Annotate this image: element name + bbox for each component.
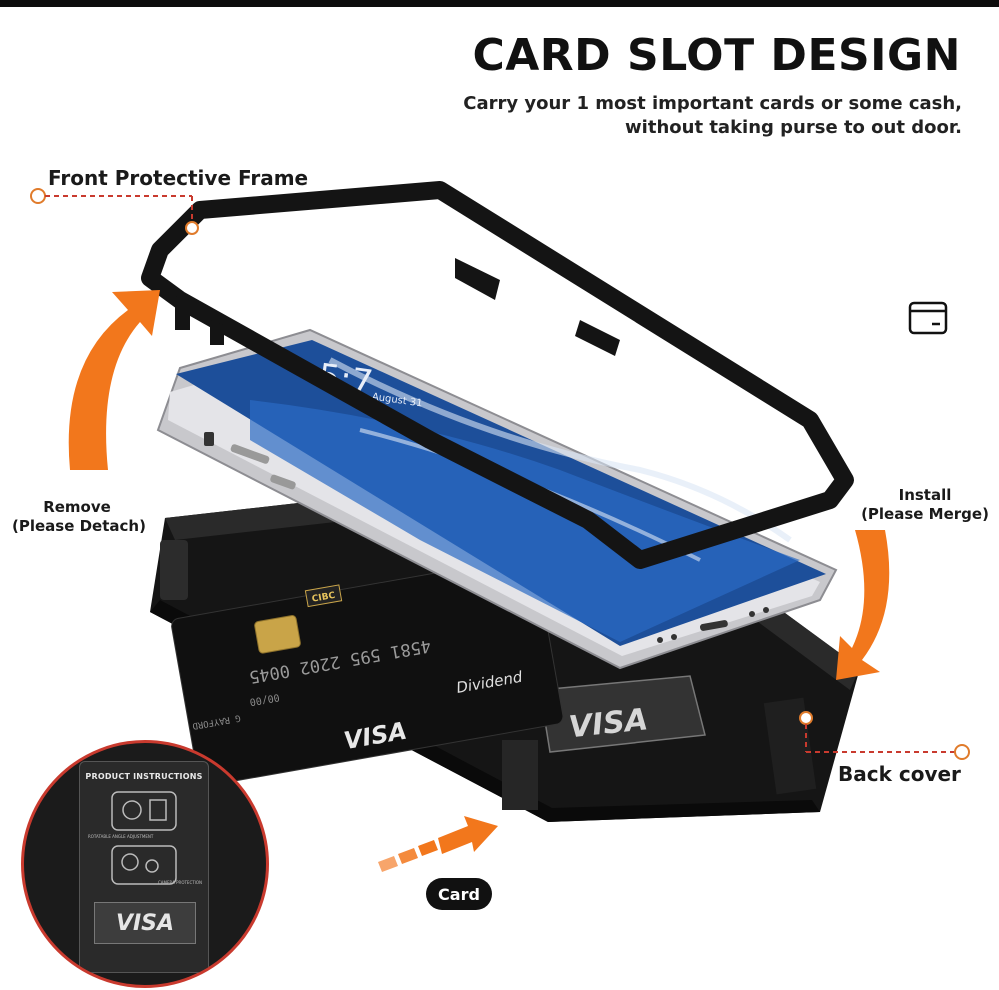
kickstand-diagram-icon: [111, 791, 177, 831]
front-frame-label: Front Protective Frame: [48, 166, 309, 190]
front-protective-frame: [141, 181, 854, 569]
camera-cover-diagram-icon: [111, 845, 177, 885]
remove-arrow-icon: [68, 290, 160, 470]
install-label: Install (Please Merge): [860, 486, 990, 524]
card-expiry: 00/00: [249, 691, 281, 707]
back-cover-label: Back cover: [838, 762, 961, 786]
card-label-pill: Card: [426, 878, 492, 910]
install-label-line-1: Install: [898, 486, 952, 504]
card-chip: [254, 615, 301, 654]
detail-zoom-inset: PRODUCT INSTRUCTIONS ROTATABLE ANGLE ADJ…: [21, 740, 269, 988]
subtitle-line-1: Carry your 1 most important cards or som…: [463, 93, 962, 114]
subtitle-line-2: without taking purse to out door.: [625, 117, 962, 138]
card-issuer: CIBC: [311, 591, 336, 605]
page-subtitle: Carry your 1 most important cards or som…: [463, 92, 962, 140]
inset-note-1: ROTATABLE ANGLE ADJUSTMENT: [88, 834, 154, 839]
inset-visa-window: VISA: [94, 902, 196, 944]
wallet-card-icon: [908, 301, 948, 335]
inset-note-2: CAMERA PROTECTION: [158, 880, 202, 885]
back-cover-visa-text: VISA: [567, 702, 649, 745]
card-insert-arrow-icon: [378, 816, 498, 872]
remove-label-line-1: Remove: [43, 498, 111, 516]
remove-label-line-2: (Please Detach): [12, 517, 146, 535]
install-label-line-2: (Please Merge): [861, 505, 989, 523]
remove-label: Remove (Please Detach): [12, 498, 146, 536]
phone: 5:7 August 31: [156, 328, 838, 670]
install-arrow-icon: [836, 530, 890, 680]
top-border: [0, 0, 999, 7]
bank-card: CIBC 4581 595 2202 0045 00/00 G RAYFORD …: [171, 556, 564, 787]
back-cover-callout: [799, 711, 970, 760]
instructions-panel: PRODUCT INSTRUCTIONS ROTATABLE ANGLE ADJ…: [79, 761, 209, 973]
inset-title: PRODUCT INSTRUCTIONS: [85, 772, 203, 781]
front-frame-callout: [30, 188, 199, 235]
page-title: CARD SLOT DESIGN: [472, 30, 961, 81]
